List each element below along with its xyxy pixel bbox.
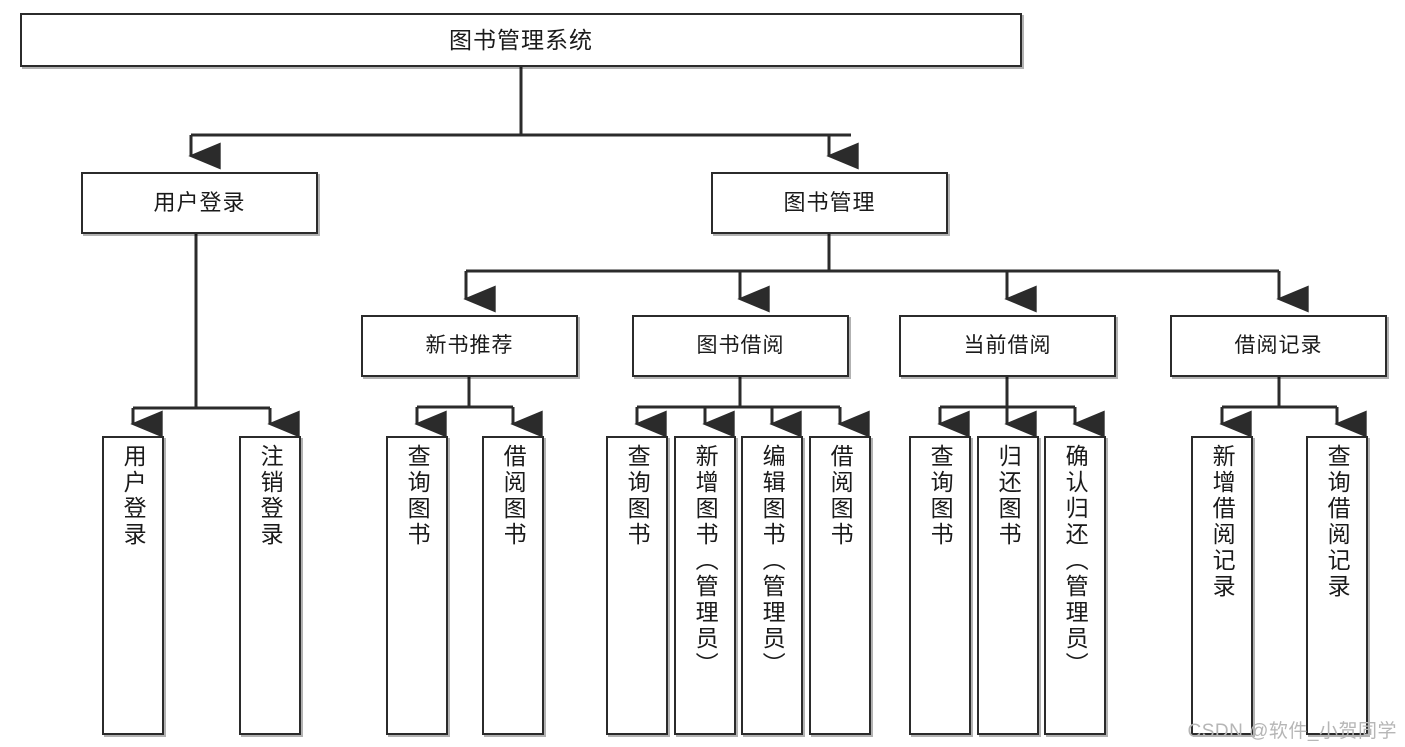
node-label: 借阅记录 (1234, 333, 1323, 357)
leaf-add-book-admin[interactable]: 新增图书（管理员） (674, 436, 736, 735)
node-label: 图书管理 (783, 190, 876, 216)
node-label: 查询图书 (404, 444, 431, 548)
leaf-logout[interactable]: 注销登录 (239, 436, 301, 735)
node-label: 确认归还（管理员） (1062, 444, 1089, 678)
node-root-system[interactable]: 图书管理系统 (20, 13, 1022, 67)
node-label: 新书推荐 (425, 333, 514, 357)
leaf-return-book[interactable]: 归还图书 (977, 436, 1039, 735)
leaf-edit-book-admin[interactable]: 编辑图书（管理员） (741, 436, 803, 735)
leaf-borrow-book[interactable]: 借阅图书 (809, 436, 871, 735)
node-label: 新增图书（管理员） (692, 444, 719, 678)
node-label: 查询图书 (624, 444, 651, 548)
node-label: 图书借阅 (696, 333, 785, 357)
node-user-login[interactable]: 用户登录 (81, 172, 318, 234)
leaf-query-borrow-record[interactable]: 查询借阅记录 (1306, 436, 1368, 735)
leaf-borrow-book-recommend[interactable]: 借阅图书 (482, 436, 544, 735)
leaf-query-book-borrow[interactable]: 查询图书 (606, 436, 668, 735)
node-label: 用户登录 (153, 190, 246, 216)
node-label: 图书管理系统 (449, 26, 593, 53)
node-label: 新增借阅记录 (1209, 444, 1236, 600)
node-book-management[interactable]: 图书管理 (711, 172, 948, 234)
node-label: 注销登录 (257, 444, 284, 548)
node-label: 借阅图书 (500, 444, 527, 548)
node-new-book-recommend[interactable]: 新书推荐 (361, 315, 578, 377)
node-label: 查询借阅记录 (1324, 444, 1351, 600)
node-label: 编辑图书（管理员） (759, 444, 786, 678)
node-label: 借阅图书 (827, 444, 854, 548)
leaf-query-book-recommend[interactable]: 查询图书 (386, 436, 448, 735)
node-label: 查询图书 (927, 444, 954, 548)
leaf-query-book-current[interactable]: 查询图书 (909, 436, 971, 735)
leaf-user-login[interactable]: 用户登录 (102, 436, 164, 735)
node-label: 用户登录 (120, 444, 147, 548)
leaf-confirm-return-admin[interactable]: 确认归还（管理员） (1044, 436, 1106, 735)
node-label: 归还图书 (995, 444, 1022, 548)
node-current-borrow[interactable]: 当前借阅 (899, 315, 1116, 377)
node-borrow-record[interactable]: 借阅记录 (1170, 315, 1387, 377)
leaf-add-borrow-record[interactable]: 新增借阅记录 (1191, 436, 1253, 735)
node-book-borrow[interactable]: 图书借阅 (632, 315, 849, 377)
node-label: 当前借阅 (963, 333, 1052, 357)
csdn-watermark: CSDN @软件_小贺同学 (1187, 721, 1397, 742)
